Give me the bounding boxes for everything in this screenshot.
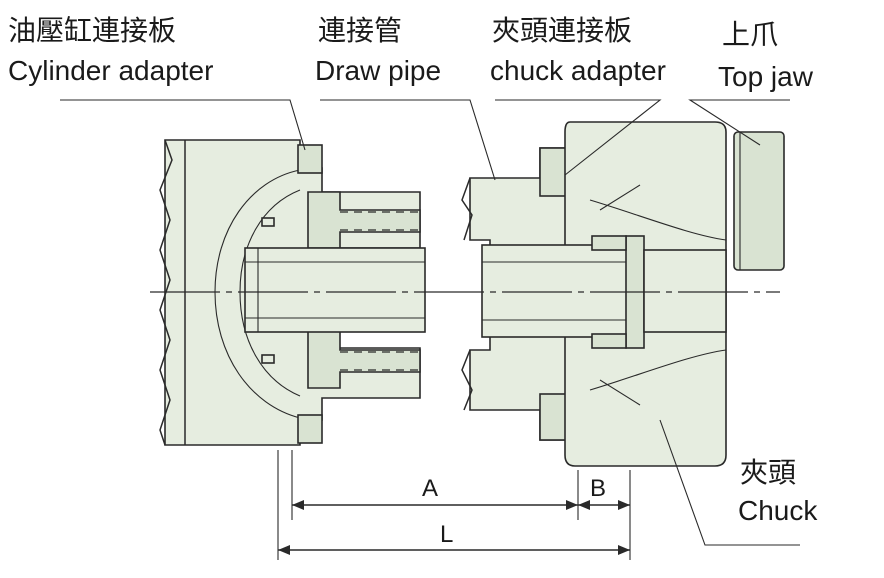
dimension-b-label: B: [590, 475, 606, 502]
draw-pipe-label-cn: 連接管: [318, 14, 402, 47]
chuck-label-en: Chuck: [738, 495, 818, 526]
cylinder-adapter-label-en: Cylinder adapter: [8, 55, 213, 86]
top-jaw-label-cn: 上爪: [722, 18, 778, 51]
top-jaw-label-en: Top jaw: [718, 61, 814, 92]
draw-pipe-label-en: Draw pipe: [315, 55, 441, 86]
leader-lines: [60, 99, 800, 546]
draw-pipe: [481, 235, 727, 349]
dimension-lines: [277, 450, 631, 560]
chuck-adapter-label-en: chuck adapter: [490, 55, 666, 86]
piston-rod: [244, 247, 426, 333]
chuck-label-cn: 夾頭: [740, 456, 796, 489]
dimension-l-label: L: [440, 521, 453, 548]
chuck-adapter-label-cn: 夾頭連接板: [492, 14, 632, 47]
top-jaw: [733, 131, 785, 271]
cylinder-adapter-label-cn: 油壓缸連接板: [8, 14, 176, 47]
dimension-a-label: A: [422, 475, 438, 502]
cylinder-adapter-plate: [261, 144, 421, 444]
